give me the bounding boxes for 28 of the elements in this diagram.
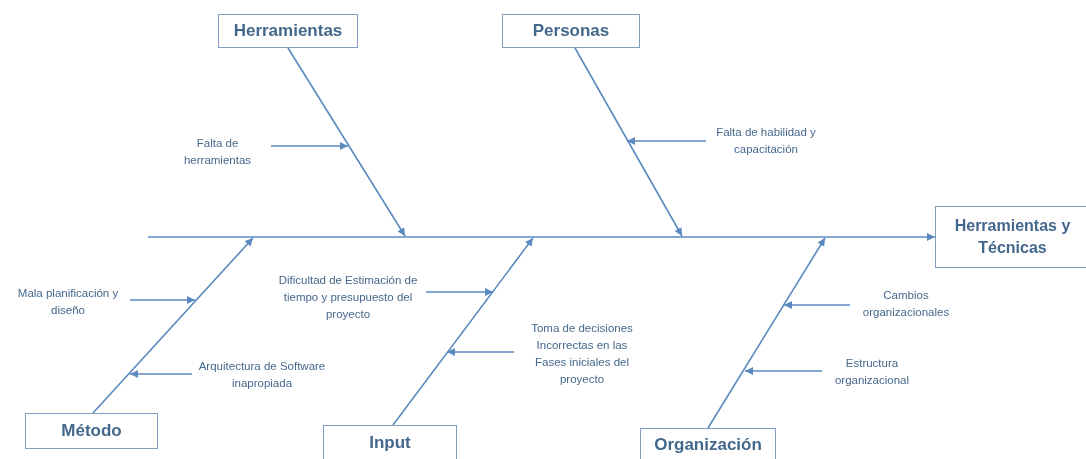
spine-arrow — [147, 233, 936, 241]
cause-text: Falta de habilidad y capacitación — [712, 124, 820, 158]
cause-arrow — [744, 367, 823, 375]
effect-box: Herramientas y Técnicas — [935, 206, 1086, 268]
category-box: Personas — [502, 14, 640, 48]
cause-text: Arquitectura de Software inapropiada — [198, 358, 326, 392]
bone-arrow — [707, 237, 826, 429]
category-box: Input — [323, 425, 457, 459]
cause-arrow — [626, 137, 707, 145]
category-box: Organización — [640, 428, 776, 459]
cause-arrow — [129, 296, 196, 304]
cause-text: Falta de herramientas — [170, 135, 265, 169]
bone-arrow — [92, 237, 254, 414]
cause-text: Dificultad de Estimación de tiempo y presupuesto del proyecto — [276, 272, 420, 323]
category-box: Herramientas — [218, 14, 358, 48]
cause-text: Cambios organizacionales — [856, 287, 956, 321]
bone-arrow — [574, 47, 683, 237]
cause-text: Estructura organizacional — [828, 355, 916, 389]
cause-arrow — [129, 370, 193, 378]
cause-text: Mala planificación y diseño — [12, 285, 124, 319]
bone-arrow — [287, 47, 406, 237]
cause-arrow — [270, 142, 349, 150]
cause-arrow — [446, 348, 515, 356]
bone-arrow — [392, 237, 534, 426]
cause-arrow — [783, 301, 851, 309]
cause-arrow — [425, 288, 494, 296]
category-box: Método — [25, 413, 158, 449]
cause-text: Toma de decisiones Incorrectas en las Fases iniciales del proyecto — [520, 320, 644, 388]
